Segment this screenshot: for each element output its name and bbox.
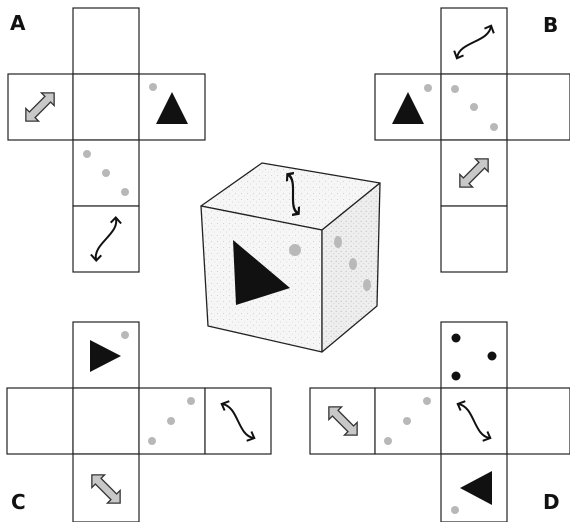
net-c-face-far-left	[7, 388, 73, 454]
cube	[201, 163, 380, 352]
label-c: C	[11, 490, 26, 514]
net-d	[310, 322, 570, 522]
dot-icon	[149, 83, 157, 91]
net-b-face-right	[507, 74, 570, 140]
net-a-face-top	[73, 8, 139, 74]
dot-icon	[289, 244, 301, 256]
dot-icon	[424, 84, 432, 92]
net-a-faces	[8, 8, 205, 272]
dot-icon	[451, 506, 459, 514]
net-d-face-right	[507, 388, 570, 454]
net-b-faces	[375, 8, 570, 272]
net-c	[7, 322, 271, 522]
dot-icon	[121, 331, 129, 339]
net-a	[8, 8, 205, 272]
net-d-face-top	[441, 322, 507, 388]
net-b	[375, 8, 570, 272]
net-c-faces	[7, 322, 271, 522]
label-d: D	[543, 490, 560, 514]
label-b: B	[543, 13, 558, 37]
net-b-face-bottom	[441, 206, 507, 272]
label-a: A	[10, 11, 26, 35]
net-c-face-left	[73, 388, 139, 454]
net-a-face-center	[73, 74, 139, 140]
